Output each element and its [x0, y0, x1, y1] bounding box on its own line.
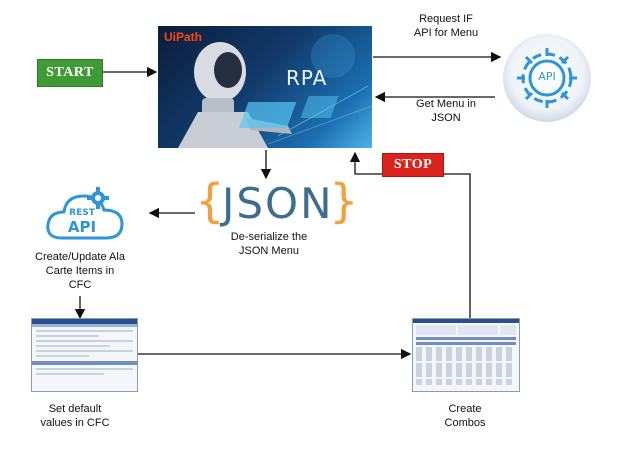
label-create-update: Create/Update Ala Carte Items in CFC [35, 251, 125, 291]
stop-badge: STOP [382, 153, 444, 177]
label-set-default: Set default values in CFC [40, 403, 110, 429]
json-brace-open: { [196, 174, 224, 228]
label-request-api: Request IF API for Menu [413, 13, 479, 39]
combos-screenshot [412, 318, 520, 392]
json-logo-text: JSON [222, 179, 334, 228]
uipath-logo: UiPath [164, 30, 203, 44]
arrow-combos-to-rpa [349, 151, 471, 318]
rpa-title: RPA [286, 66, 328, 90]
rest-label: REST [69, 208, 95, 218]
api-icon-label: API [538, 70, 556, 83]
json-brace-close: } [330, 174, 358, 228]
robot-illustration [178, 34, 372, 148]
api-gear-icon: API [499, 30, 595, 126]
rest-api-cloud-icon: REST API [42, 182, 126, 244]
start-badge: START [37, 59, 103, 87]
label-deserialize: De-serialize the JSON Menu [230, 231, 308, 257]
rpa-robot-image: UiPath RPA [158, 26, 372, 148]
label-get-menu: Get Menu in JSON [416, 98, 476, 124]
rest-api-label: API [67, 218, 97, 236]
cfc-default-values-screenshot [31, 318, 138, 392]
label-create-combos: Create Combos [444, 403, 486, 429]
